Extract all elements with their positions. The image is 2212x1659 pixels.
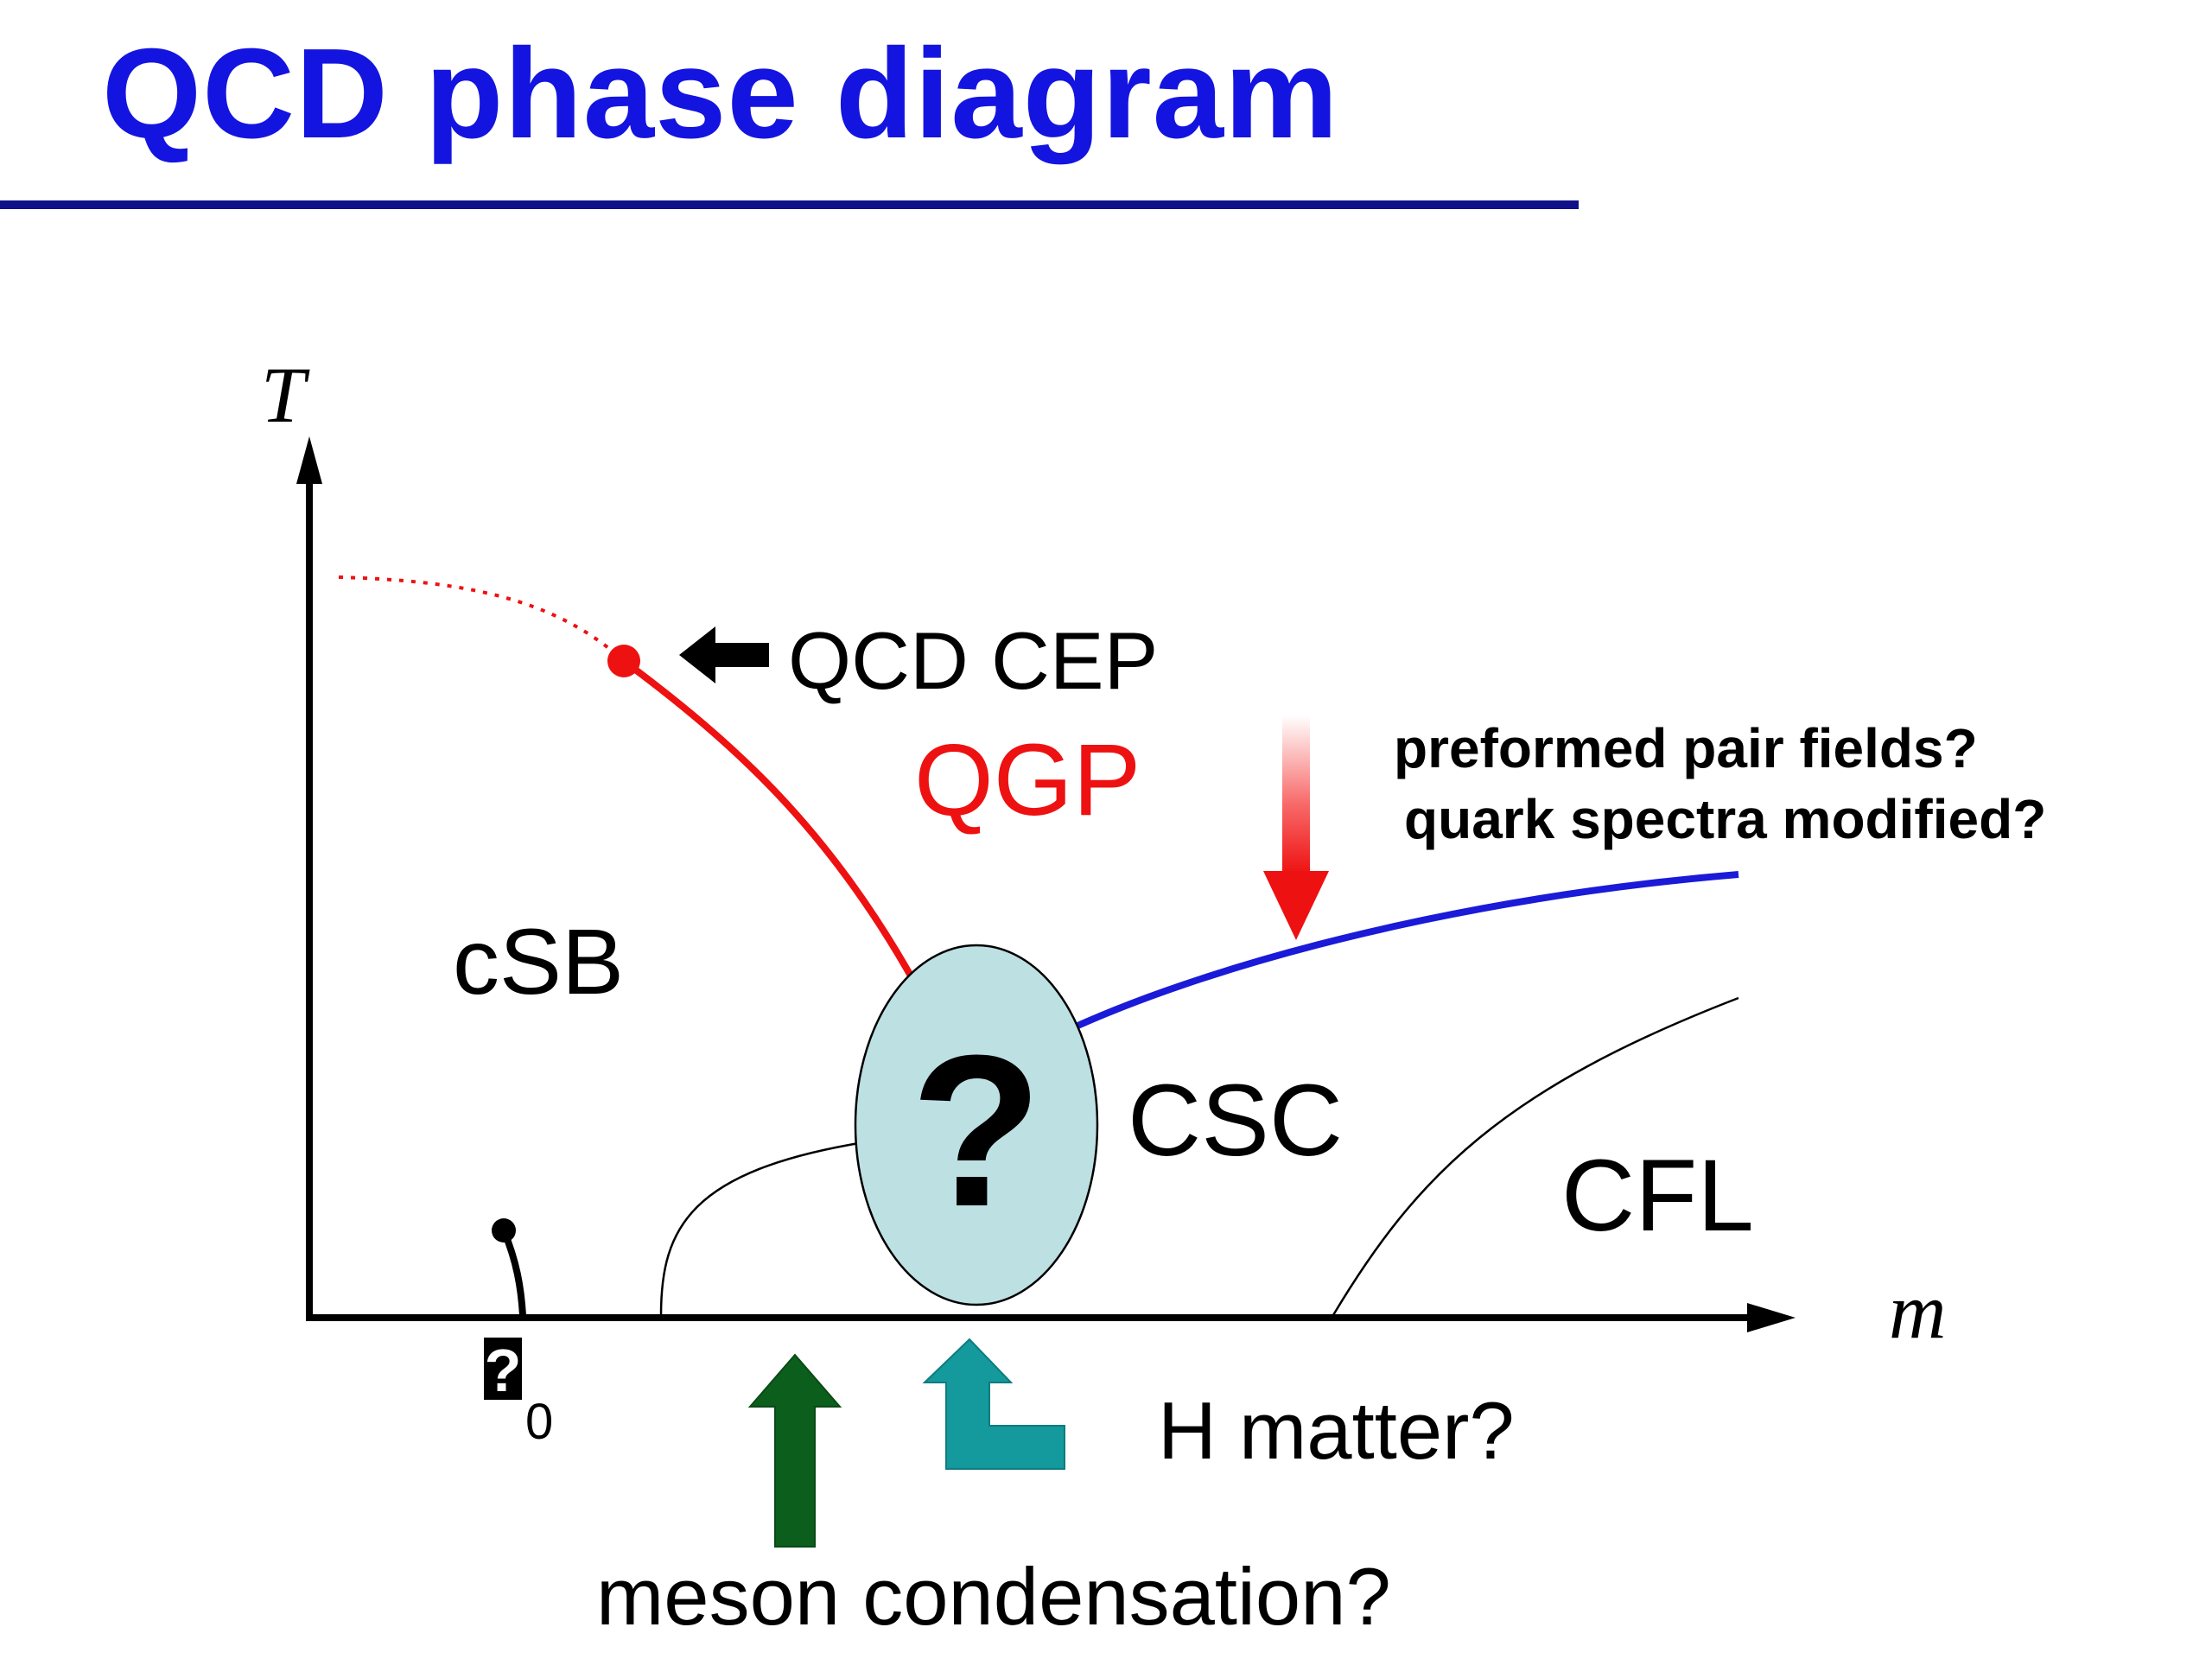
- mu0-symbol: ?: [485, 1337, 522, 1404]
- crossover-line: [338, 575, 626, 663]
- csc-transition-line: [1074, 871, 1739, 1030]
- down-arrow-icon: [1263, 715, 1329, 940]
- corner-up-arrow-icon: [922, 1338, 1065, 1470]
- cfl-boundary-line: [1332, 996, 1739, 1316]
- quark-spectra-label: quark spectra modified?: [1404, 788, 2046, 850]
- critical-end-point: [607, 645, 640, 677]
- qgp-label: QGP: [914, 723, 1141, 837]
- y-axis-label: T: [261, 351, 310, 439]
- liquid-gas-end-point: [492, 1218, 516, 1243]
- cep-label: QCD CEP: [788, 615, 1158, 706]
- x-axis-arrowhead: [1747, 1303, 1796, 1332]
- meson-label: meson condensation?: [596, 1551, 1391, 1642]
- liquid-gas-line: [500, 1229, 526, 1316]
- page-title: QCD phase diagram: [102, 22, 1339, 165]
- unknown-region-mark: ?: [911, 1010, 1043, 1251]
- csb-label: cSB: [453, 909, 624, 1014]
- hadron-boundary-line: [659, 1141, 865, 1316]
- chiral-transition-line: [621, 658, 919, 987]
- cfl-label: CFL: [1561, 1139, 1754, 1253]
- up-arrow-icon: [747, 1353, 842, 1548]
- mu0-subscript: 0: [525, 1394, 553, 1450]
- y-axis-arrowhead: [296, 436, 322, 484]
- csc-label: CSC: [1128, 1064, 1343, 1178]
- mu0-symbol-box: [484, 1338, 522, 1400]
- h-matter-label: H matter?: [1158, 1385, 1515, 1476]
- x-axis-label: m: [1889, 1267, 1946, 1355]
- left-arrow-icon: [679, 626, 769, 683]
- title-underline: [0, 200, 1579, 209]
- unknown-region: [854, 944, 1099, 1306]
- axes: [296, 436, 1796, 1332]
- preformed-label: preformed pair fields?: [1394, 717, 1978, 779]
